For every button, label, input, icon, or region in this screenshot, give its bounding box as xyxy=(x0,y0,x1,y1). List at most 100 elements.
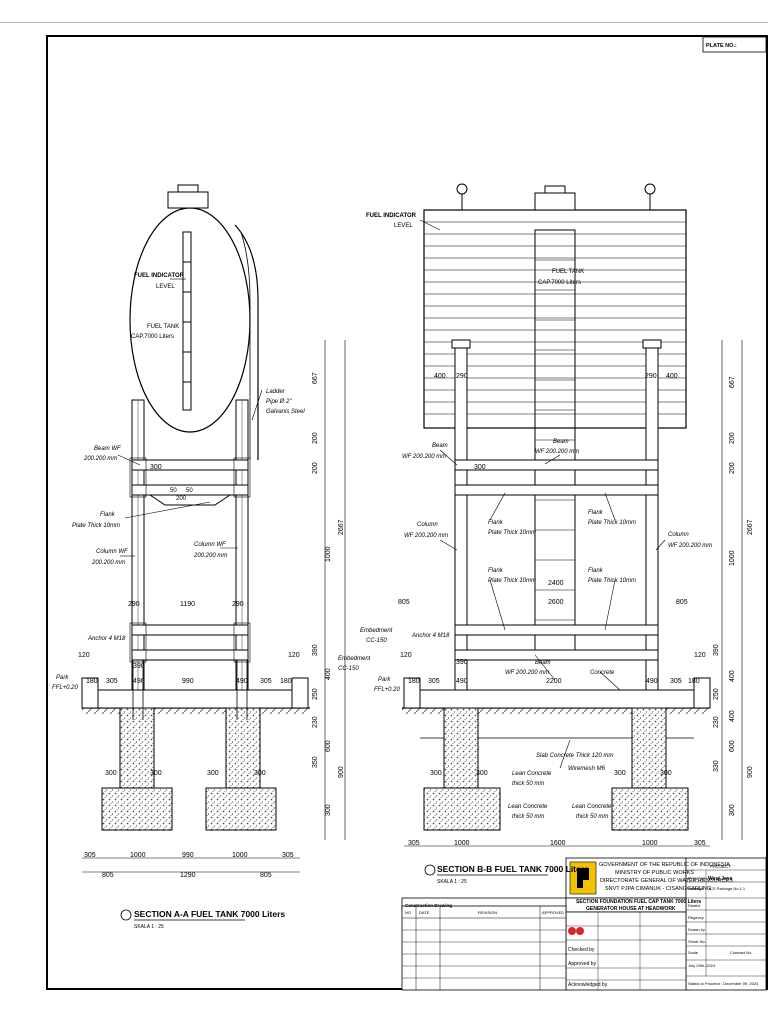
dim-a-i-16: 300 xyxy=(207,770,219,777)
label-a-anchor: Anchor 4 M18 xyxy=(87,636,126,642)
label-b-column-r: Column xyxy=(668,532,689,538)
dim-b-i-3: 400 xyxy=(666,373,678,380)
tb-drawing-title2: GENERATOR HOUSE AT HEADWORK xyxy=(586,906,676,912)
footing-a-left xyxy=(101,787,173,831)
tb-checked: Checked by xyxy=(568,947,595,953)
dim-a-r-1: 200 xyxy=(312,432,319,444)
dim-b-b-2: 1600 xyxy=(550,840,566,847)
label-b-flank2: Flank xyxy=(588,510,604,516)
label-a-flank-plate: Plate Thick 10mm xyxy=(72,523,120,529)
beam-b-top xyxy=(454,459,659,471)
label-b-lean2: Lean Concrete xyxy=(508,804,548,810)
label-a-ladder-steel: Galvanis Steel xyxy=(266,409,305,415)
label-b-beam-top-size: WF 200.200 mm xyxy=(535,449,579,455)
dim-b-i-11: 2200 xyxy=(546,678,562,685)
tb-province-label: Province xyxy=(688,876,706,881)
label-a-ffl: FFL+0.20 xyxy=(52,685,79,691)
label-b-level: LEVEL xyxy=(394,223,413,229)
dim-b-r-2: 200 xyxy=(729,462,736,474)
tb-gov4: SNVT PJPA CIMANUK - CISANGGARUNG xyxy=(605,886,711,892)
label-b-ffl: FFL+0.20 xyxy=(374,687,401,693)
label-a-column-r: Column WF xyxy=(194,542,226,548)
tb-approved: Approved by xyxy=(568,961,597,967)
title-block xyxy=(401,857,767,991)
dim-a-b-7: 805 xyxy=(260,872,272,879)
pedestal-b-left xyxy=(443,707,479,789)
label-b-cap: CAP.7000 Liters xyxy=(538,280,581,286)
dim-a-i-18: 200 xyxy=(176,496,187,502)
tb-project: PROJECT xyxy=(710,864,731,869)
label-b-flank4: Flank xyxy=(588,568,604,574)
dim-b-i-7: 2600 xyxy=(548,599,564,606)
dim-a-r-8: 230 xyxy=(312,716,319,728)
dim-b-r-9: 400 xyxy=(729,710,736,722)
label-a-column-l-size: 200.200 mm xyxy=(91,560,125,566)
dim-a-b-3: 1000 xyxy=(232,852,248,859)
dim-b-b-0: 305 xyxy=(408,840,420,847)
dim-a-b-0: 305 xyxy=(84,852,96,859)
dim-a-i-19: 50 xyxy=(170,488,177,494)
label-b-wiremesh: Wiremesh M6 xyxy=(568,766,606,772)
label-a-ladder: Ladder xyxy=(266,389,286,395)
label-a-embedment-size: CC-150 xyxy=(338,666,359,672)
section-b-b-drawing xyxy=(402,183,743,847)
dim-a-b-4: 305 xyxy=(282,852,294,859)
dim-a-i-0: 300 xyxy=(150,464,162,471)
section-a-scale: SKALA 1 : 25 xyxy=(134,924,164,930)
dim-a-i-12: 120 xyxy=(78,652,90,659)
dim-a-r-6: 400 xyxy=(325,668,332,680)
label-b-slab: Slab Concrete Thick 120 mm xyxy=(536,753,613,759)
tb-status: Status to Proceed : December 09, 2024 xyxy=(688,981,759,986)
tb-gov1: GOVERNMENT OF THE REPUBLIC OF INDONESIA xyxy=(599,862,730,868)
dim-b-r-4: 2667 xyxy=(747,519,754,535)
dim-b-i-20: 300 xyxy=(476,770,488,777)
label-b-beam-low: Beam xyxy=(535,660,551,666)
dim-b-r-3: 1000 xyxy=(729,550,736,566)
dim-b-i-13: 180 xyxy=(408,678,420,685)
dim-a-i-13: 120 xyxy=(288,652,300,659)
dim-b-i-15: 305 xyxy=(670,678,682,685)
tb-gov3: DIRECTORATE GENERAL OF WATER RESOURCES xyxy=(600,878,733,884)
dim-a-r-3: 1000 xyxy=(325,546,332,562)
beam-b-low xyxy=(454,624,659,636)
label-b-concrete: Concrete xyxy=(590,670,615,676)
beam-a-low xyxy=(131,624,249,636)
footing-b-left xyxy=(423,787,501,831)
label-b-lean1-t: thick 50 mm xyxy=(512,781,544,787)
label-b-flank3-plate: Plate Thick 10mm xyxy=(488,578,536,584)
label-b-fuel-indicator: FUEL INDICATOR xyxy=(366,213,417,219)
dim-b-b-3: 1000 xyxy=(642,840,658,847)
dim-a-r-4: 2667 xyxy=(338,519,345,535)
dim-a-r-11: 900 xyxy=(338,766,345,778)
tb-rev-col-revision: REVISION xyxy=(478,910,497,915)
dim-b-i-16: 180 xyxy=(688,678,700,685)
pedestal-b-right xyxy=(631,707,667,789)
section-a-a-drawing xyxy=(81,184,346,873)
label-b-fuel-tank: FUEL TANK xyxy=(552,269,584,275)
tb-drawing-type: Construction Drawing xyxy=(405,903,452,908)
label-a-fuel-tank: FUEL TANK xyxy=(147,324,179,330)
dim-b-i-6: 2400 xyxy=(548,580,564,587)
label-b-lean3: Lean Concrete xyxy=(572,804,612,810)
dim-a-i-1: 1190 xyxy=(180,601,195,608)
dim-b-r-8: 230 xyxy=(713,716,720,728)
logo-mid xyxy=(576,927,584,935)
tb-acknowledged: Acknowledged by xyxy=(568,982,608,988)
tb-sheet-label: Sheet No. xyxy=(688,939,706,944)
tb-drawn-label: Drawn by xyxy=(688,927,705,932)
tb-gov2: MINISTRY OF PUBLIC WORKS xyxy=(615,870,694,876)
dim-a-i-11: 180 xyxy=(280,678,292,685)
logo-left xyxy=(568,927,576,935)
label-b-lean1: Lean Concrete xyxy=(512,771,552,777)
dim-b-i-14: 305 xyxy=(428,678,440,685)
dim-a-b-5: 805 xyxy=(102,872,114,879)
dim-b-r-5: 390 xyxy=(713,644,720,656)
dim-a-r-9: 350 xyxy=(312,756,319,768)
dim-b-i-4: 300 xyxy=(474,464,486,471)
label-b-flank1: Flank xyxy=(488,520,504,526)
label-b-embedment: Embedment xyxy=(360,628,393,634)
plate-no-box xyxy=(702,36,767,53)
dim-a-b-2: 990 xyxy=(182,852,194,859)
dim-a-i-20: 50 xyxy=(186,488,193,494)
dim-a-r-7: 250 xyxy=(312,688,319,700)
